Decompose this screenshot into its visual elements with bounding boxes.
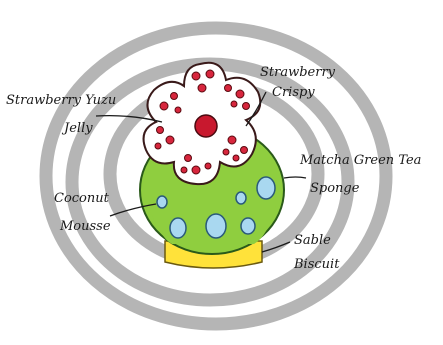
label-strawberry-crispy-line1: Strawberry <box>260 65 336 80</box>
bubble <box>236 192 246 204</box>
label-sable-biscuit-line2: Biscuit <box>293 257 340 272</box>
bubble <box>257 177 275 199</box>
label-strawberry-yuzu-jelly-line2: Jelly <box>61 121 93 136</box>
label-matcha-sponge-line2: Sponge <box>310 181 360 196</box>
label-matcha-sponge-line1: Matcha Green Tea <box>299 153 421 168</box>
label-coconut-mousse-line1: Coconut <box>54 191 110 206</box>
label-coconut-mousse-line2: Mousse <box>59 219 111 234</box>
label-strawberry-crispy-line2: Crispy <box>272 85 315 100</box>
strawberry-yuzu-center <box>195 115 217 137</box>
label-strawberry-yuzu-jelly-line1: Strawberry Yuzu <box>6 93 116 108</box>
bubble <box>157 196 167 208</box>
bubble <box>206 214 226 238</box>
label-sable-biscuit-line1: Sable <box>294 233 331 248</box>
bubble <box>170 218 186 238</box>
bubble <box>241 218 255 234</box>
